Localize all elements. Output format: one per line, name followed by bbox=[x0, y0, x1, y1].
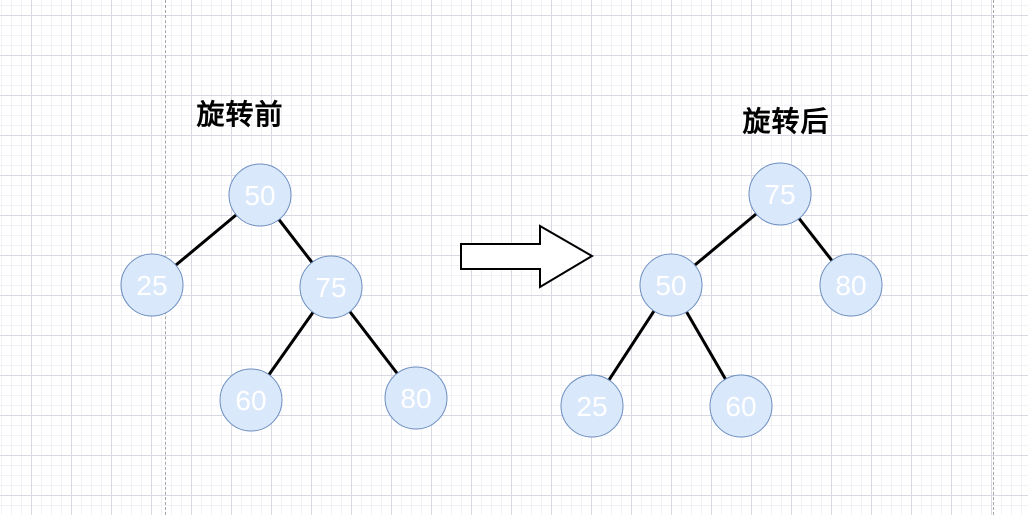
tree-edge-75-60[interactable] bbox=[267, 310, 315, 377]
before-rotation-title[interactable]: 旋转前 bbox=[196, 99, 284, 130]
tree-node-80-after-rotation[interactable] bbox=[819, 253, 883, 317]
tree-node-50-after-rotation[interactable] bbox=[639, 253, 703, 317]
tree-node-60-before-rotation[interactable] bbox=[219, 368, 283, 432]
page-boundary-line-right bbox=[993, 0, 994, 515]
rotation-arrow[interactable] bbox=[460, 224, 594, 289]
tree-edge-75-80[interactable] bbox=[348, 310, 399, 375]
tree-node-60-after-rotation[interactable] bbox=[709, 374, 773, 438]
tree-edge-50-60[interactable] bbox=[685, 310, 727, 381]
tree-node-50-before-rotation[interactable] bbox=[228, 163, 292, 227]
tree-edge-50-25[interactable] bbox=[607, 309, 656, 382]
tree-edge-75-50[interactable] bbox=[693, 212, 758, 267]
tree-node-25-before-rotation[interactable] bbox=[120, 253, 184, 317]
tree-node-75-before-rotation[interactable] bbox=[299, 255, 363, 319]
tree-edge-50-25[interactable] bbox=[174, 213, 238, 267]
tree-edge-50-75[interactable] bbox=[277, 218, 314, 264]
tree-node-25-after-rotation[interactable] bbox=[560, 374, 624, 438]
tree-node-80-before-rotation[interactable] bbox=[384, 366, 448, 430]
after-rotation-title[interactable]: 旋转后 bbox=[742, 106, 830, 137]
tree-edge-75-80[interactable] bbox=[797, 216, 834, 263]
tree-node-75-after-rotation[interactable] bbox=[748, 162, 812, 226]
